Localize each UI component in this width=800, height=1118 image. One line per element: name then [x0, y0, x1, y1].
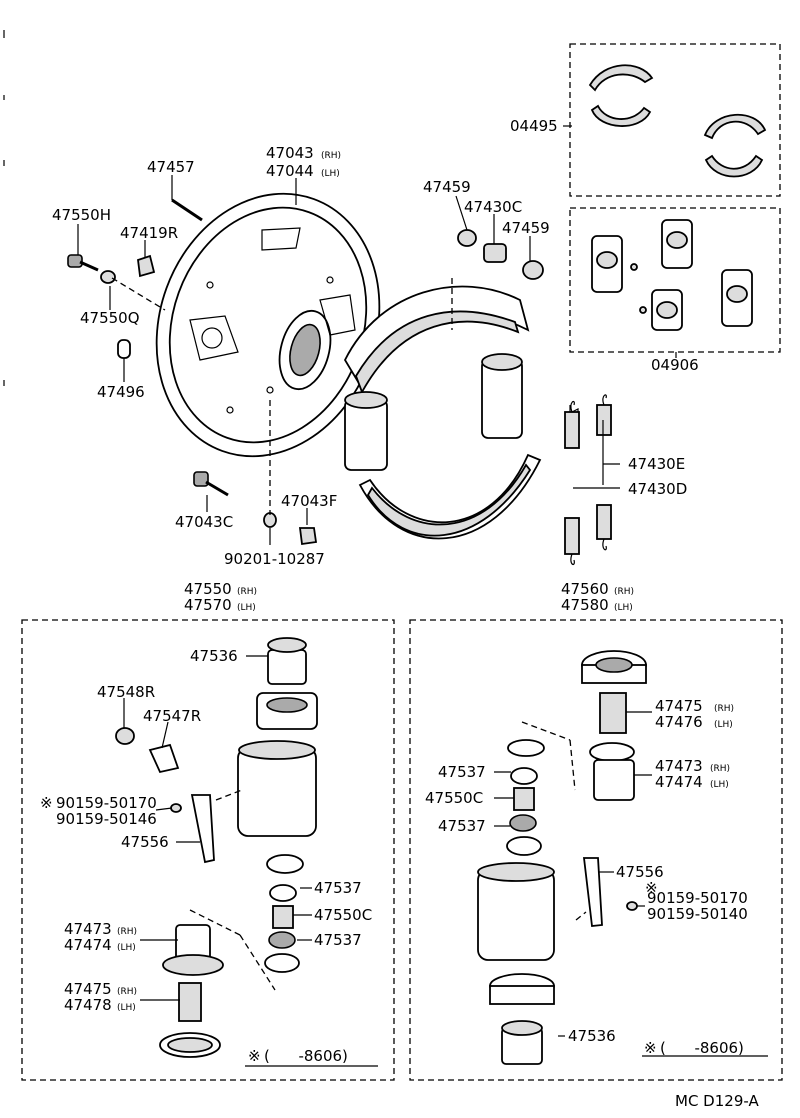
label-47043c: 47043C [175, 513, 233, 531]
label-47550: 47550 [184, 580, 232, 598]
springs-drawing [564, 394, 612, 566]
asterisk-mark-left-icon: ※ [248, 1047, 261, 1065]
label-47548r: 47548R [97, 683, 155, 701]
label-right-90159-50170: 90159-50170 [647, 889, 748, 907]
assembly-box-right [409, 619, 783, 1081]
label-right-47556: 47556 [616, 863, 664, 881]
figure-code: MC D129-A [675, 1092, 759, 1110]
label-47044-side: (LH) [321, 169, 340, 179]
asterisk-mark-right-icon: ※ [645, 879, 658, 897]
left-assembly-drawing [115, 637, 318, 1058]
label-47570: 47570 [184, 596, 232, 614]
wheel-cylinder-top-drawing [344, 353, 523, 471]
label-left-47536: 47536 [190, 647, 238, 665]
label-47044: 47044 [266, 162, 314, 180]
kit-04495-drawing [588, 64, 767, 178]
label-left-47473-side: (RH) [117, 927, 137, 937]
label-47043f: 47043F [281, 492, 337, 510]
label-right-47537-b: 47537 [438, 817, 486, 835]
label-right-47475: 47475 [655, 697, 703, 715]
label-47560-side: (RH) [614, 587, 634, 597]
label-left-range: ( -8606) [264, 1047, 348, 1065]
label-left-47537-a: 47537 [314, 879, 362, 897]
right-assembly-drawing [477, 650, 647, 1065]
label-right-47550c: 47550C [425, 789, 483, 807]
label-47560: 47560 [561, 580, 609, 598]
label-right-47475-side: (RH) [714, 704, 734, 714]
backing-plate-drawing [155, 192, 381, 458]
label-47430d: 47430D [628, 480, 687, 498]
label-left-47473: 47473 [64, 920, 112, 938]
label-left-47478-side: (LH) [117, 1003, 136, 1013]
label-left-47478: 47478 [64, 996, 112, 1014]
asterisk-mark-icon: ※ [40, 794, 53, 812]
label-left-47474-side: (LH) [117, 943, 136, 953]
label-right-47476: 47476 [655, 713, 703, 731]
assembly-box-left [21, 619, 395, 1081]
label-47430c: 47430C [464, 198, 522, 216]
label-left-47475-side: (RH) [117, 987, 137, 997]
leader-lines-top [77, 125, 677, 545]
label-04495: 04495 [510, 117, 558, 135]
label-left-47556: 47556 [121, 833, 169, 851]
label-right-90159-50140: 90159-50140 [647, 905, 748, 923]
label-right-47476-side: (LH) [714, 720, 733, 730]
label-right-47537-a: 47537 [438, 763, 486, 781]
hardware-drawings [67, 198, 544, 546]
label-left-90159-50146: 90159-50146 [56, 810, 157, 828]
label-right-47473: 47473 [655, 757, 703, 775]
label-47496: 47496 [97, 383, 145, 401]
label-right-47536: 47536 [568, 1027, 616, 1045]
label-left-47474: 47474 [64, 936, 112, 954]
label-left-90159-50170: 90159-50170 [56, 794, 157, 812]
label-47459-a: 47459 [423, 178, 471, 196]
label-90201-10287: 90201-10287 [224, 550, 325, 568]
kit-04906-drawing [591, 219, 753, 331]
label-right-47473-side: (RH) [710, 764, 730, 774]
label-right-47474: 47474 [655, 773, 703, 791]
label-right-47474-side: (LH) [710, 780, 729, 790]
label-47580-side: (LH) [614, 603, 633, 613]
leader-lines-bottom [123, 655, 768, 1067]
label-47459-b: 47459 [502, 219, 550, 237]
brake-shoe-drawing [343, 285, 542, 540]
label-04906: 04906 [651, 356, 699, 374]
label-47550-side: (RH) [237, 587, 257, 597]
label-47457: 47457 [147, 158, 195, 176]
kit-box-04495 [569, 43, 781, 197]
asterisk-mark-right-range-icon: ※ [644, 1039, 657, 1057]
label-right-range: ( -8606) [660, 1039, 744, 1057]
label-47419r: 47419R [120, 224, 178, 242]
label-47043-side: (RH) [321, 151, 341, 161]
label-47547r: 47547R [143, 707, 201, 725]
label-47043: 47043 [266, 144, 314, 162]
label-47570-side: (LH) [237, 603, 256, 613]
kit-box-04906 [569, 207, 781, 353]
label-left-47475: 47475 [64, 980, 112, 998]
label-47580: 47580 [561, 596, 609, 614]
label-47550h: 47550H [52, 206, 111, 224]
label-47550q: 47550Q [80, 309, 140, 327]
label-left-47550c: 47550C [314, 906, 372, 924]
label-47430e: 47430E [628, 455, 685, 473]
label-left-47537-b: 47537 [314, 931, 362, 949]
